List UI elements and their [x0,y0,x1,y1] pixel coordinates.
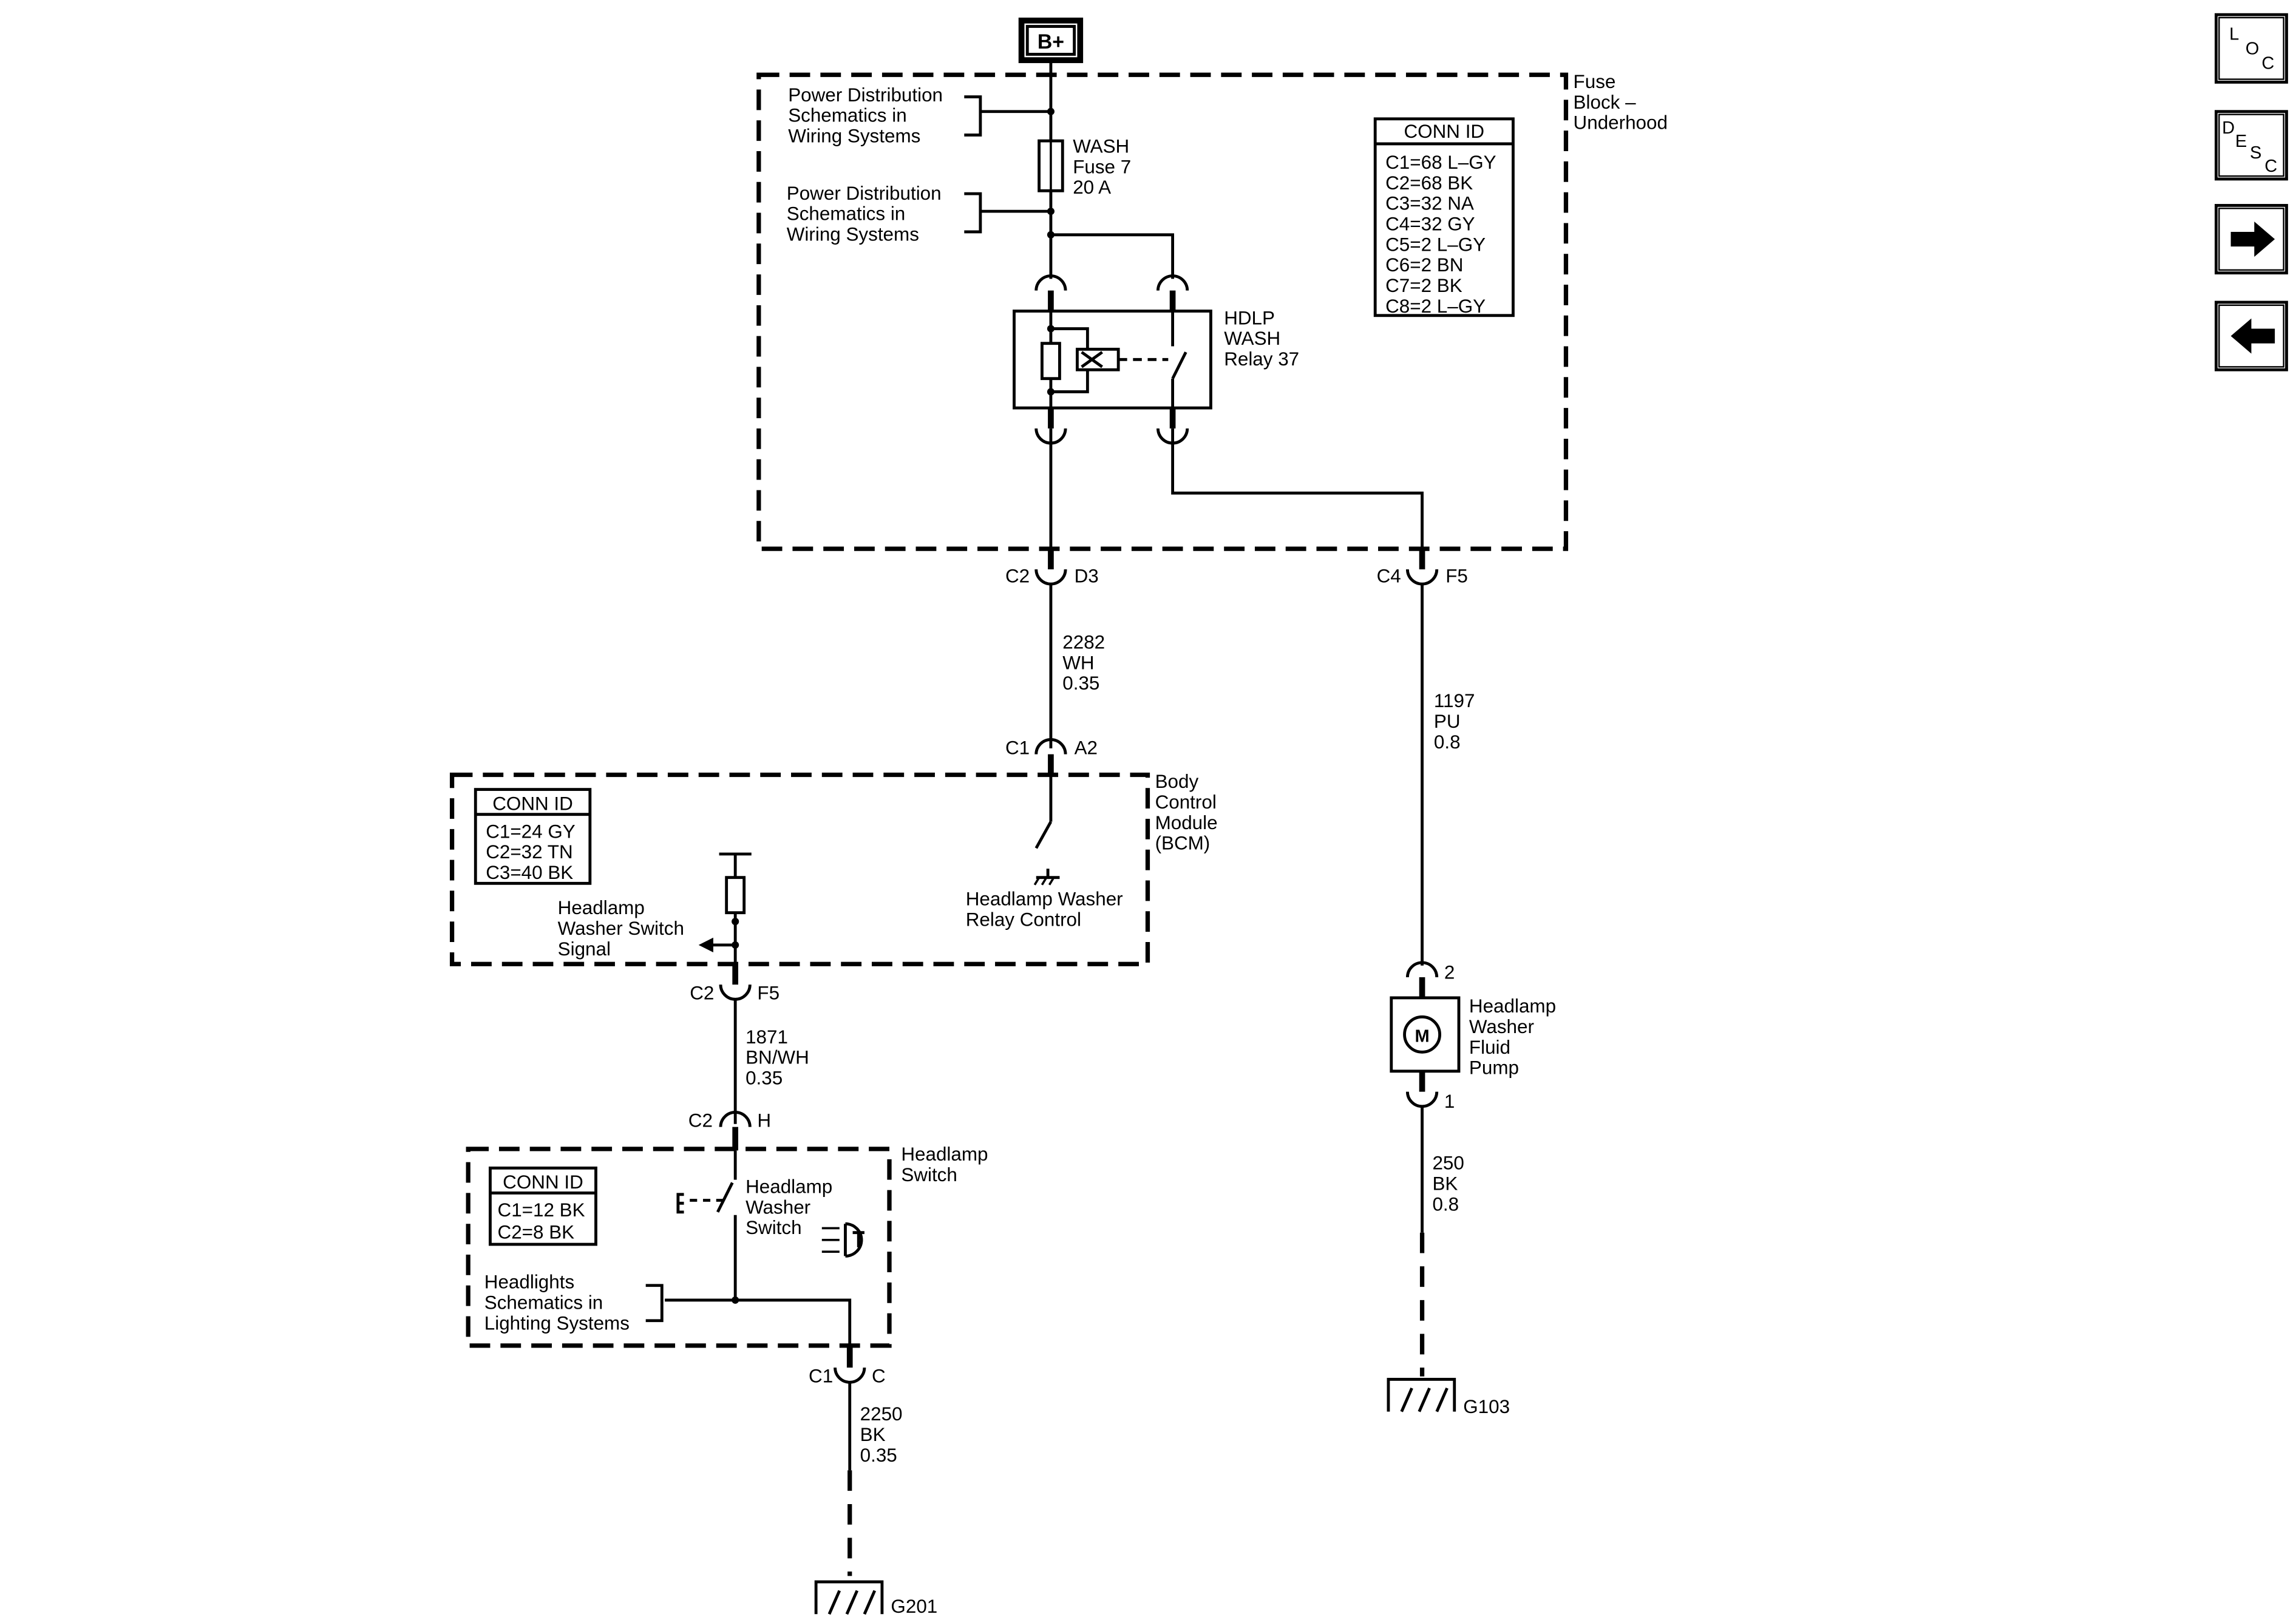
connector-c1-a2: C1 A2 [1005,737,1098,775]
connector-c2-f5-bcm: C2 F5 [690,964,779,1003]
fuse-block-title: Fuse Block – Underhood [1574,71,1668,134]
svg-text:C2: C2 [688,1110,713,1131]
pump-label: Headlamp Washer Fluid Pump [1469,995,1561,1079]
svg-text:C: C [872,1365,886,1386]
bcm-conn-id-table: CONN ID C1=24 GY C2=32 TN C3=40 BK [474,788,592,885]
fuse-block-conn-id-table: CONN ID C1=68 L–GY C2=68 BK C3=32 NA C4=… [1373,117,1515,317]
body-control-module: Body Control Module (BCM) Headlamp Washe… [449,771,1223,966]
svg-text:G103: G103 [1463,1396,1510,1417]
svg-text:G201: G201 [891,1596,937,1617]
wire-1871-label: 1871 BN/WH 0.35 [746,1026,814,1089]
svg-text:C1: C1 [809,1365,833,1386]
svg-text:C1: C1 [1005,737,1030,759]
arrow-right-icon [2230,222,2275,257]
connector-c1-c: C1 C [809,1345,886,1386]
washer-switch-label: Headlamp Washer Switch [746,1176,838,1238]
next-page-button[interactable] [2215,204,2288,275]
wire-2282-label: 2282 WH 0.35 [1062,632,1110,694]
svg-text:F5: F5 [1445,566,1468,587]
hdlp-wash-relay [1013,310,1212,410]
description-icon: D E S C [2222,118,2277,176]
headlamp-washer-icon [821,1222,864,1258]
svg-text:C1=12 BK C2=8 BK: C1=12 BK C2=8 BK [498,1199,591,1242]
previous-page-button[interactable] [2215,300,2288,371]
conn-id-rows: C1=68 L–GY C2=68 BK C3=32 NA C4=32 GY C5… [1385,152,1501,317]
svg-text:C2: C2 [1005,566,1030,587]
location-icon: L O C [2229,24,2274,73]
description-button[interactable]: D E S C [2215,110,2288,181]
svg-text:C4: C4 [1377,566,1401,587]
bcm-title: Body Control Module (BCM) [1155,771,1223,854]
battery-terminal: B+ [1018,18,1084,63]
svg-text:M: M [1415,1026,1429,1046]
conn-id-header: CONN ID [1404,121,1485,142]
wire-1197-label: 1197 PU 0.8 [1434,690,1480,753]
svg-text:C1=24 GY C2=32 TN: C1=24 GY C2=32 TN C3=40 BK [486,821,580,883]
arrow-left-icon [2230,318,2275,354]
wire-2250-label: 2250 BK 0.35 [860,1403,908,1466]
connector-c2-h: C2 H [688,1110,771,1151]
headlamp-washer-fluid-pump: M Headlamp Washer Fluid Pump [1390,995,1561,1079]
switch-signal-label: Headlamp Washer Switch Signal [558,897,690,960]
ground-g103: G103 [1387,1378,1510,1417]
washer-pump-connector-2: 2 [1405,961,1455,998]
battery-label: B+ [1038,30,1064,53]
headlights-ref-label: Headlights Schematics in Lighting System… [484,1272,630,1334]
svg-text:H: H [757,1110,771,1131]
power-distribution-ref-2: Power Distribution Schematics in Wiring … [787,183,947,245]
headlamp-switch-title: Headlamp Switch [901,1144,993,1185]
connector-c4-f5: C4 F5 [1377,549,1468,587]
wash-fuse-label: WASH Fuse 7 20 A [1073,135,1136,198]
relay-label: HDLP WASH Relay 37 [1224,307,1299,370]
svg-text:C2: C2 [690,982,714,1003]
svg-text:CONN ID: CONN ID [492,793,573,814]
svg-text:F5: F5 [757,982,779,1003]
relay-control-label: Headlamp Washer Relay Control [966,889,1129,931]
svg-text:2: 2 [1444,961,1455,983]
connector-c2-d3: C2 D3 [1005,549,1099,587]
headlamp-switch-conn-id-table: CONN ID C1=12 BK C2=8 BK [489,1166,597,1246]
location-button[interactable]: L O C [2215,13,2288,84]
wire-250-label: 250 BK 0.8 [1432,1153,1469,1215]
fuse-block-underhood: Fuse Block – Underhood Power Distributio… [756,60,1668,558]
svg-text:CONN ID: CONN ID [503,1171,583,1193]
power-distribution-ref-1: Power Distribution Schematics in Wiring … [788,84,948,147]
svg-text:A2: A2 [1075,737,1098,759]
ground-g201: G201 [814,1580,937,1617]
motor-icon [1403,1015,1441,1054]
headlamp-switch: Headlamp Switch Headlamp Washer Switch H… [466,1144,993,1353]
svg-text:D3: D3 [1075,566,1099,587]
washer-pump-connector-1: 1 [1405,1071,1455,1112]
svg-text:1: 1 [1444,1091,1455,1112]
